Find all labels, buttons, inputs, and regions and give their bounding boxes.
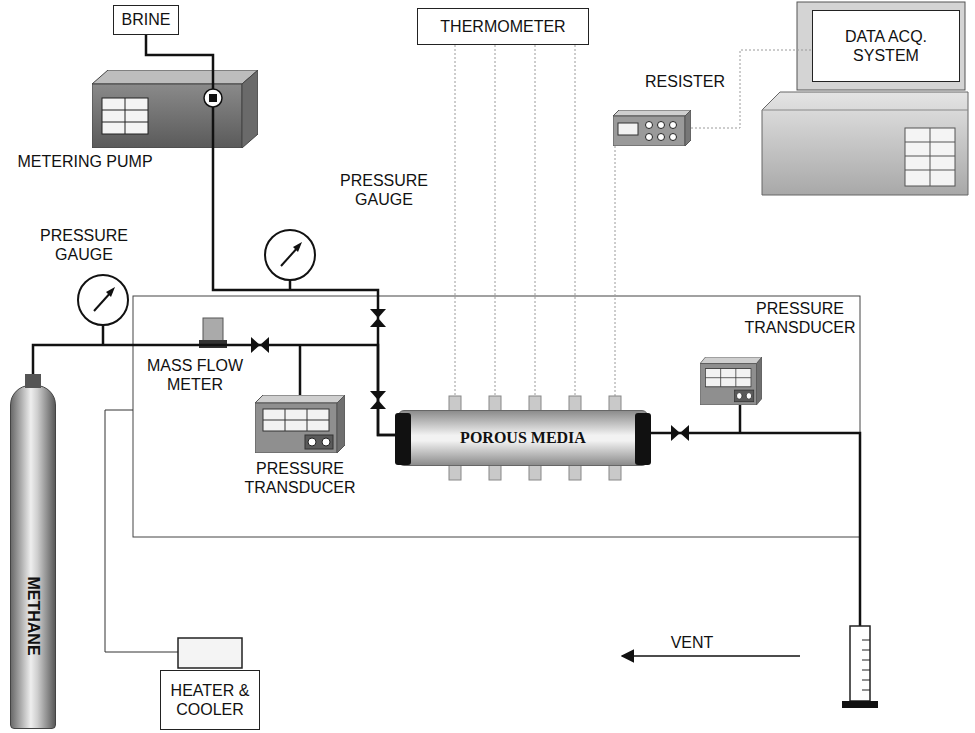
pressure-transducer: PRESSURE TRANSDUCER (700, 357, 762, 405)
transducer-drawing (255, 395, 345, 453)
node-label: PRESSURE TRANSDUCER (235, 459, 365, 497)
node-label: POROUS MEDIA (460, 428, 586, 447)
gauge-drawing (76, 273, 130, 327)
air-bath-enclosure (133, 296, 860, 537)
node-label: METHANE (23, 576, 42, 655)
node-label: METERING PUMP (5, 152, 165, 171)
transducer-stem (739, 405, 742, 433)
end-cap (395, 413, 411, 465)
methane-cylinder: METHANE (10, 385, 56, 729)
transducer-drawing (700, 357, 762, 405)
gauge-stem (102, 325, 105, 345)
node-label: PRESSURE GAUGE (329, 171, 439, 209)
heater-line (105, 410, 178, 652)
tower-panel (905, 128, 955, 186)
computer-tower (762, 92, 968, 195)
data-acquisition-screen: DATA ACQ. SYSTEM (812, 10, 960, 82)
outlet-line (648, 433, 860, 628)
node-label: DATA ACQ. SYSTEM (836, 27, 936, 65)
thermocouple-lead (455, 45, 456, 396)
pump-drawing (92, 70, 258, 148)
vent-label: VENT (664, 633, 720, 652)
resister-unit: RESISTER (613, 110, 691, 146)
thermometer-box: THERMOMETER (417, 8, 589, 45)
vent-arrow (622, 655, 800, 657)
heater-lid (178, 638, 242, 668)
brine-line (146, 35, 213, 70)
component-label: MASS FLOW METER (135, 356, 255, 394)
node-label: HEATER & COOLER (167, 681, 253, 719)
node-label: THERMOMETER (440, 17, 565, 36)
brine-feed-line (213, 148, 398, 435)
graduated-cylinder (842, 626, 878, 708)
pressure-gauge: PRESSURE GAUGE (263, 228, 317, 282)
pressure-gauge: PRESSURE GAUGE (76, 273, 130, 327)
porous-media-core: POROUS MEDIA (398, 410, 648, 466)
gauge-stem (289, 280, 292, 290)
transducer-stem (299, 345, 302, 395)
node-label: PRESSURE GAUGE (24, 226, 144, 264)
heater-cooler-box: HEATER & COOLER (160, 670, 260, 730)
cylinder-valve (25, 374, 41, 388)
gauge-drawing (263, 228, 317, 282)
node-label: PRESSURE TRANSDUCER (740, 299, 860, 337)
node-label: BRINE (122, 10, 171, 29)
monitor-frame (797, 2, 965, 90)
resister-drawing (613, 110, 691, 146)
brine-box: BRINE (113, 5, 179, 35)
node-label: RESISTER (635, 72, 735, 91)
metering-pump: METERING PUMP (92, 70, 258, 148)
pressure-transducer: PRESSURE TRANSDUCER (255, 395, 345, 453)
thermocouple-leads (495, 45, 615, 396)
end-cap (635, 413, 651, 465)
